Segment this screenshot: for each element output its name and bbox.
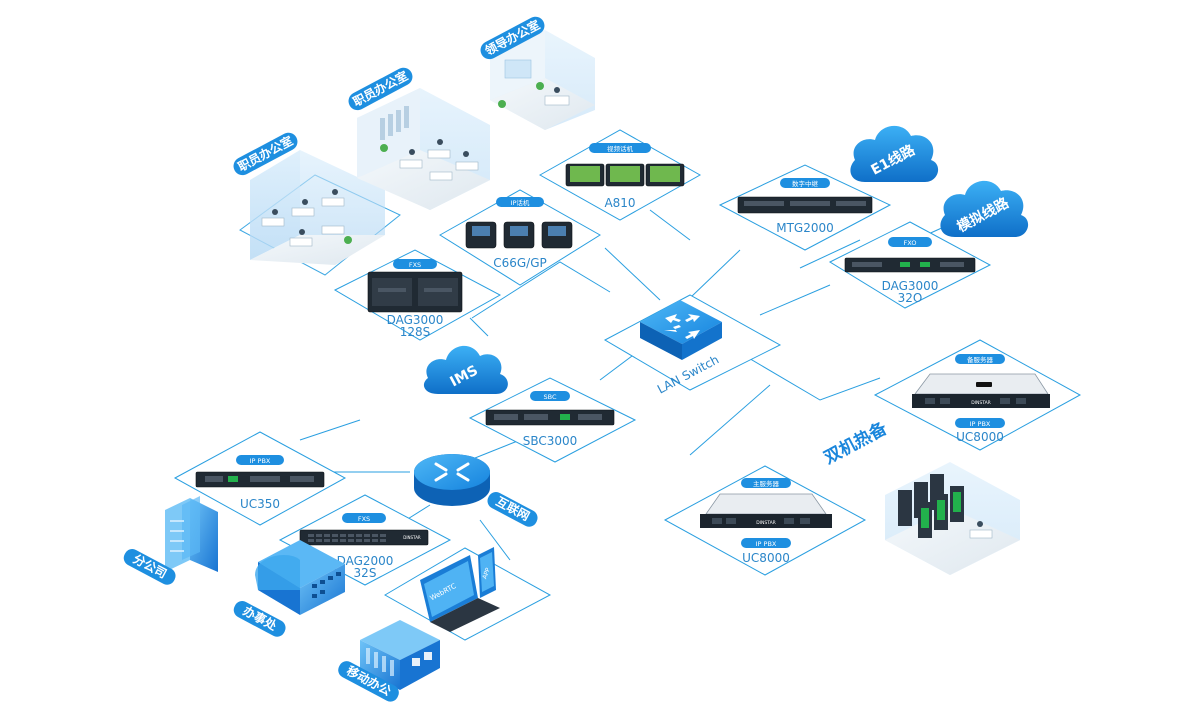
svg-text:互联网: 互联网 [494, 494, 532, 523]
svg-text:32O: 32O [898, 291, 923, 305]
ip-phone-panel: IP话机 C66G/GP [439, 189, 601, 286]
sbc-device-icon [485, 409, 615, 426]
svg-text:DAG3000: DAG3000 [882, 279, 939, 293]
lan-switch-panel: LAN Switch [603, 294, 782, 397]
svg-text:DINSTAR: DINSTAR [756, 520, 776, 526]
svg-text:DINSTAR: DINSTAR [403, 535, 421, 540]
fxs-gateway-large-panel: FXS DAG3000 128S [333, 249, 502, 341]
data-center-room [885, 462, 1020, 575]
analog-line-cloud: 模拟线路 [940, 180, 1029, 237]
digital-trunk-panel: 数字中继 MTG2000 [718, 164, 892, 251]
webrtc-clients: WebRTC APP [420, 547, 500, 632]
office-point-tag: 办事处 [233, 601, 286, 637]
connection-lines [299, 209, 956, 561]
svg-text:FXS: FXS [409, 261, 421, 269]
mobile-phone-icon: APP [478, 547, 496, 598]
svg-text:UC350: UC350 [240, 497, 280, 511]
fxo-gateway-icon [844, 257, 976, 273]
ims-cloud: IMS [423, 345, 508, 394]
main-server-icon: DINSTAR [700, 493, 832, 528]
svg-text:128S: 128S [400, 325, 431, 339]
svg-text:DAG2000: DAG2000 [337, 554, 394, 568]
svg-text:FXO: FXO [904, 239, 917, 247]
svg-text:IP PBX: IP PBX [756, 540, 777, 548]
svg-text:备服务器: 备服务器 [967, 355, 994, 364]
staff-office-2-room [357, 88, 490, 210]
internet-tag: 互联网 [487, 492, 538, 527]
staff-office-1-room [239, 150, 401, 276]
svg-text:双机热备: 双机热备 [820, 417, 891, 468]
fxo-gateway-panel: FXO DAG3000 32O [828, 221, 992, 309]
lan-switch-icon [640, 300, 722, 360]
office-point-building-icon [255, 540, 345, 615]
dag2000-device-icon: DINSTAR [299, 529, 429, 546]
backup-server-icon: DINSTAR [912, 373, 1050, 408]
svg-text:DAG3000: DAG3000 [387, 313, 444, 327]
svg-text:A810: A810 [604, 196, 635, 210]
svg-text:SBC3000: SBC3000 [523, 434, 578, 448]
uc350-device-icon [195, 471, 325, 488]
svg-text:DINSTAR: DINSTAR [971, 400, 991, 406]
svg-text:SBC: SBC [543, 393, 556, 401]
svg-text:数字中继: 数字中继 [792, 179, 819, 188]
svg-text:视频话机: 视频话机 [607, 144, 634, 153]
svg-text:IP PBX: IP PBX [250, 457, 271, 465]
svg-text:UC8000: UC8000 [956, 430, 1004, 444]
svg-text:FXS: FXS [358, 515, 370, 523]
svg-text:IP PBX: IP PBX [970, 420, 991, 428]
svg-text:APP: APP [481, 567, 492, 580]
video-phone-icon [565, 163, 685, 187]
mobile-office-building-icon [360, 620, 440, 690]
sbc-panel: SBC SBC3000 [468, 377, 637, 463]
video-phone-panel: 视频话机 A810 [538, 129, 702, 221]
svg-text:IP话机: IP话机 [511, 198, 530, 207]
svg-text:主服务器: 主服务器 [753, 479, 780, 488]
main-server-panel: 主服务器 DINSTAR IP PBX UC8000 [663, 465, 867, 576]
svg-text:MTG2000: MTG2000 [776, 221, 834, 235]
svg-text:C66G/GP: C66G/GP [493, 256, 547, 270]
ip-phone-icon [465, 221, 573, 249]
router-icon [414, 454, 490, 506]
svg-text:UC8000: UC8000 [742, 551, 790, 565]
e1-line-cloud: E1线路 [850, 125, 939, 182]
hot-standby-label: 双机热备 [820, 417, 891, 468]
uc350-panel: IP PBX UC350 [173, 431, 347, 526]
laptop-icon: WebRTC [420, 555, 500, 632]
gateway-chassis-icon [367, 271, 463, 313]
backup-server-panel: 备服务器 DINSTAR IP PBX UC8000 [873, 339, 1082, 451]
trunk-gateway-icon [737, 196, 873, 214]
leader-office-room [490, 30, 595, 130]
svg-text:32S: 32S [354, 566, 377, 580]
server-rack-icon [898, 474, 964, 538]
branch-building-icon [165, 496, 218, 572]
